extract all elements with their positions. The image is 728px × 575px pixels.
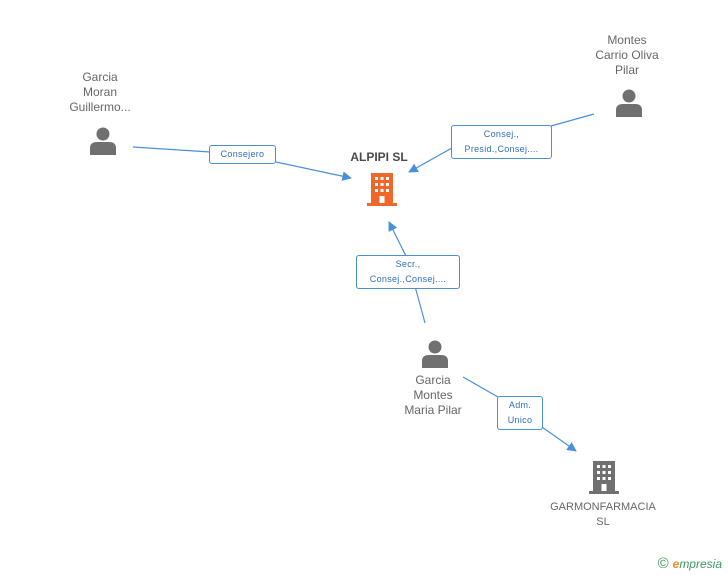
brand-name: mpresia [679, 557, 722, 571]
person-icon[interactable] [420, 339, 450, 369]
node-label-garmonfarmacia[interactable]: GARMONFARMACIA SL [550, 501, 656, 528]
edge-label-adm-unico[interactable]: Adm. Unico [497, 396, 543, 430]
brand-initial: e [672, 557, 680, 571]
person-icon[interactable] [88, 126, 118, 156]
edge-label-montes-carrio[interactable]: Consej., Presid.,Consej.... [451, 125, 552, 159]
node-label-main-company[interactable]: ALPIPI SL [350, 150, 408, 164]
copyright-icon: © [657, 555, 669, 572]
building-icon[interactable] [587, 459, 621, 495]
node-label-garcia-montes[interactable]: Garcia Montes Maria Pilar [404, 373, 462, 417]
building-icon[interactable] [365, 171, 399, 207]
node-label-montes-carrio[interactable]: Montes Carrio Oliva Pilar [595, 33, 659, 77]
person-icon[interactable] [614, 88, 644, 118]
node-label-garcia-moran[interactable]: Garcia Moran Guillermo... [69, 70, 131, 114]
brand-logo: ©empresia [658, 555, 722, 572]
edge-label-consejero[interactable]: Consejero [209, 145, 276, 164]
edge-label-garcia-montes[interactable]: Secr., Consej.,Consej.... [356, 255, 460, 289]
